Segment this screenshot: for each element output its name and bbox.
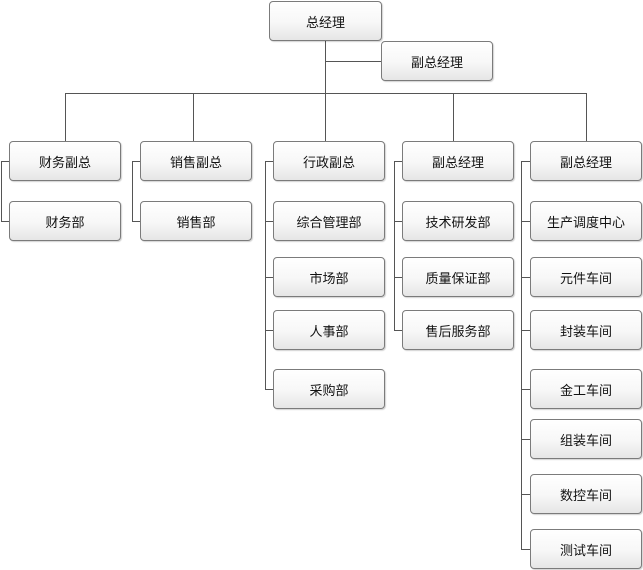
node-unit: 数控车间 [530, 474, 642, 514]
node-unit: 封装车间 [530, 310, 642, 350]
node-unit: 售后服务部 [402, 310, 514, 350]
node-unit: 金工车间 [530, 369, 642, 409]
node-assistant: 副总经理 [381, 41, 493, 81]
node-unit: 销售部 [140, 201, 252, 241]
node-unit: 组装车间 [530, 419, 642, 459]
node-unit: 质量保证部 [402, 257, 514, 297]
node-branch-head: 财务副总 [9, 141, 121, 181]
node-branch-head: 副总经理 [402, 141, 514, 181]
node-unit: 测试车间 [530, 529, 642, 569]
node-unit: 财务部 [9, 201, 121, 241]
node-ceo: 总经理 [269, 1, 382, 41]
node-branch-head: 行政副总 [273, 141, 385, 181]
node-unit: 生产调度中心 [530, 201, 642, 241]
node-unit: 技术研发部 [402, 201, 514, 241]
node-unit: 综合管理部 [273, 201, 385, 241]
node-unit: 元件车间 [530, 257, 642, 297]
node-unit: 市场部 [273, 257, 385, 297]
node-branch-head: 副总经理 [530, 141, 642, 181]
node-unit: 人事部 [273, 310, 385, 350]
node-unit: 采购部 [273, 369, 385, 409]
node-branch-head: 销售副总 [140, 141, 252, 181]
